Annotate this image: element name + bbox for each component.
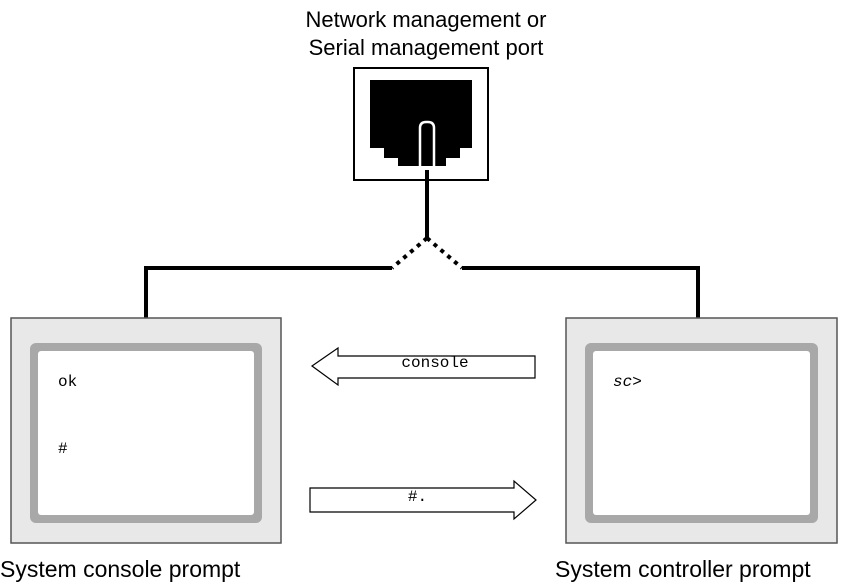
ok-prompt: ok (58, 373, 78, 391)
console-command-label: console (401, 354, 469, 372)
sc-prompt: sc> (613, 373, 642, 391)
system-console-caption: System console prompt (0, 556, 241, 582)
port-title-line1: Network management or (305, 7, 547, 32)
escape-arrow (309, 479, 537, 521)
right-terminal (565, 317, 838, 544)
system-controller-caption: System controller prompt (555, 556, 811, 582)
escape-command-label: #. (407, 488, 428, 506)
cable (144, 170, 700, 318)
port-title-line2: Serial management port (308, 35, 544, 60)
port-title: Network management or Serial management … (226, 6, 626, 62)
left-terminal (10, 317, 282, 544)
management-port (353, 67, 489, 181)
hash-prompt: # (58, 440, 68, 458)
console-arrow (310, 346, 536, 387)
